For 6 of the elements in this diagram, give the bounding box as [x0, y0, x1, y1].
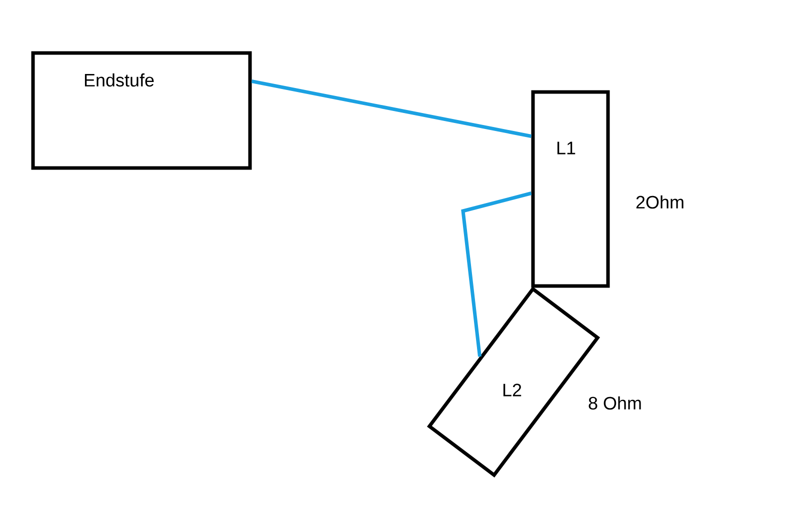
box: Endstufe — [31, 51, 252, 170]
wire — [461, 192, 532, 357]
wire — [251, 80, 532, 138]
box: L1 — [531, 90, 610, 288]
label: 2Ohm — [636, 195, 684, 209]
label: 8 Ohm — [588, 396, 641, 410]
